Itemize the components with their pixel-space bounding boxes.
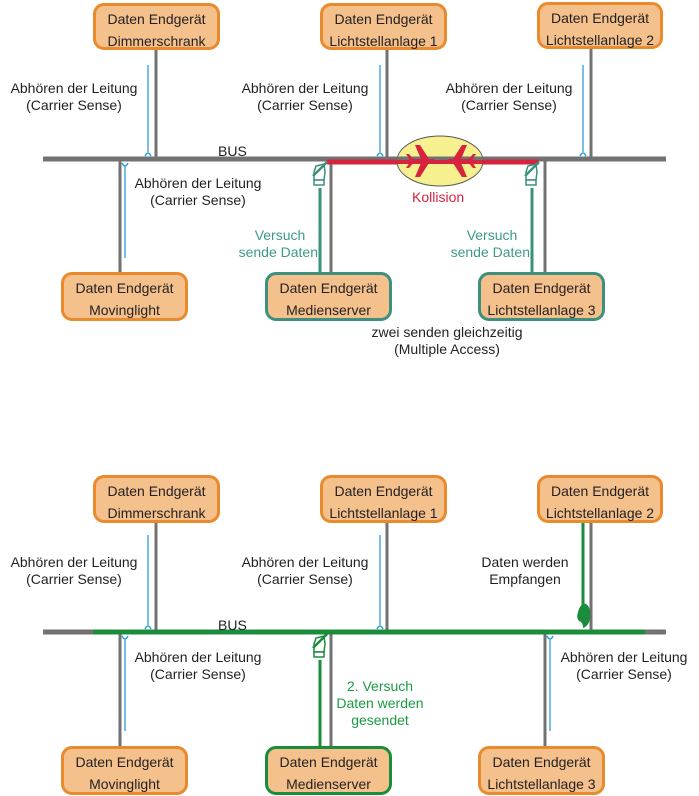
label-line: Abhören der Leitung (10, 80, 138, 96)
hand-sending-icon-medien (312, 161, 328, 186)
sense-line-licht1-top (376, 65, 384, 157)
label-line: (Carrier Sense) (26, 97, 122, 113)
label-line: (Multiple Access) (394, 341, 500, 357)
send-attempt-label: Versuch sende Daten (228, 227, 318, 261)
device-box-lichtstellanlage2-top: Daten Endgerät Lichtstellanlage 2 (537, 2, 663, 49)
device-title: Daten Endgerät (107, 483, 206, 499)
label-line: Daten werden (336, 695, 424, 711)
device-box-lichtstellanlage3-top: Daten Endgerät Lichtstellanlage 3 (478, 272, 605, 321)
device-title: Daten Endgerät (334, 483, 433, 499)
label-line: Abhören der Leitung (10, 554, 138, 570)
hand-sending-icon-licht3 (524, 161, 540, 186)
label-line: Versuch (254, 227, 306, 243)
label-line: (Carrier Sense) (150, 666, 246, 682)
label-line: sende Daten (238, 244, 318, 260)
device-box-movinglight-top: Daten Endgerät Movinglight (61, 272, 188, 321)
label-line: Abhören der Leitung (445, 80, 573, 96)
device-name: Lichtstellanlage 1 (329, 505, 438, 521)
sense-line-licht2-top (579, 65, 587, 157)
label-line: Abhören der Leitung (241, 554, 369, 570)
label-line: (Carrier Sense) (576, 666, 672, 682)
label-line: Abhören der Leitung (560, 649, 688, 665)
data-received-label: Daten werden Empfangen (475, 554, 575, 588)
multiple-access-label: zwei senden gleichzeitig (Multiple Acces… (362, 324, 532, 358)
device-title: Daten Endgerät (279, 280, 378, 296)
label-line: (Carrier Sense) (26, 571, 122, 587)
carrier-sense-label: Abhören der Leitung (Carrier Sense) (3, 80, 145, 114)
sense-line-licht3-bottom (546, 635, 554, 731)
device-name: Lichtstellanlage 2 (545, 32, 655, 48)
device-box-dimmerschrank-top: Daten Endgerät Dimmerschrank (93, 3, 220, 50)
label-line: (Carrier Sense) (257, 97, 353, 113)
device-title: Daten Endgerät (279, 754, 378, 770)
device-name: Medienserver (286, 776, 371, 792)
sense-line-dimmer-bottom (144, 535, 152, 630)
device-box-movinglight-bottom: Daten Endgerät Movinglight (61, 746, 188, 795)
device-box-dimmerschrank-bottom: Daten Endgerät Dimmerschrank (93, 475, 220, 523)
sense-line-dimmer-top (144, 65, 152, 157)
label-line: Daten werden (481, 554, 569, 570)
label-line: Abhören der Leitung (134, 175, 262, 191)
device-box-lichtstellanlage3-bottom: Daten Endgerät Lichtstellanlage 3 (478, 746, 605, 795)
device-box-lichtstellanlage1-top: Daten Endgerät Lichtstellanlage 1 (320, 3, 447, 50)
label-line: gesendet (351, 712, 409, 728)
device-title: Daten Endgerät (492, 280, 591, 296)
carrier-sense-label: Abhören der Leitung (Carrier Sense) (438, 80, 580, 114)
device-title: Daten Endgerät (75, 754, 174, 770)
send-attempt-label: Versuch sende Daten (440, 227, 530, 261)
label-line: (Carrier Sense) (461, 97, 557, 113)
carrier-sense-label: Abhören der Leitung (Carrier Sense) (3, 554, 145, 588)
sense-line-moving-bottom (121, 635, 129, 731)
hand-sending-icon-medien-bottom (312, 633, 328, 658)
device-name: Dimmerschrank (107, 33, 206, 49)
label-line: (Carrier Sense) (257, 571, 353, 587)
device-name: Medienserver (286, 302, 371, 318)
collision-label: Kollision (412, 189, 465, 205)
device-title: Daten Endgerät (492, 754, 591, 770)
label-line: Versuch (466, 227, 518, 243)
bus-label-bottom: BUS (218, 617, 247, 633)
device-title: Daten Endgerät (107, 11, 206, 27)
airplane-left-icon (445, 145, 476, 177)
label-line: 2. Versuch (346, 678, 414, 694)
device-name: Lichtstellanlage 2 (545, 505, 655, 521)
airplane-right-icon (406, 145, 437, 177)
device-title: Daten Endgerät (550, 483, 650, 499)
device-name: Dimmerschrank (107, 505, 206, 521)
device-name: Lichtstellanlage 3 (487, 302, 596, 318)
device-name: Movinglight (89, 302, 160, 318)
device-box-medienserver-bottom: Daten Endgerät Medienserver (265, 746, 392, 795)
device-name: Lichtstellanlage 1 (329, 33, 438, 49)
label-line: Abhören der Leitung (241, 80, 369, 96)
device-name: Movinglight (89, 776, 160, 792)
hand-receiving-icon-licht2 (577, 603, 591, 628)
carrier-sense-label: Abhören der Leitung (Carrier Sense) (127, 175, 269, 209)
label-line: (Carrier Sense) (150, 192, 246, 208)
device-title: Daten Endgerät (334, 11, 433, 27)
sense-line-moving-top (121, 162, 129, 258)
label-line: zwei senden gleichzeitig (371, 324, 523, 340)
second-attempt-label: 2. Versuch Daten werden gesendet (334, 678, 426, 729)
carrier-sense-label: Abhören der Leitung (Carrier Sense) (234, 554, 376, 588)
carrier-sense-label: Abhören der Leitung (Carrier Sense) (553, 649, 695, 683)
label-line: Empfangen (489, 571, 561, 587)
label-line: Abhören der Leitung (134, 649, 262, 665)
device-title: Daten Endgerät (75, 280, 174, 296)
device-box-medienserver-top: Daten Endgerät Medienserver (265, 272, 392, 321)
carrier-sense-label: Abhören der Leitung (Carrier Sense) (234, 80, 376, 114)
sense-line-licht1-bottom (376, 535, 384, 630)
device-title: Daten Endgerät (550, 10, 650, 26)
carrier-sense-label: Abhören der Leitung (Carrier Sense) (127, 649, 269, 683)
label-line: sende Daten (450, 244, 530, 260)
bus-label-top: BUS (218, 143, 247, 159)
device-box-lichtstellanlage2-bottom: Daten Endgerät Lichtstellanlage 2 (537, 475, 663, 523)
device-name: Lichtstellanlage 3 (487, 776, 596, 792)
device-box-lichtstellanlage1-bottom: Daten Endgerät Lichtstellanlage 1 (320, 475, 447, 523)
